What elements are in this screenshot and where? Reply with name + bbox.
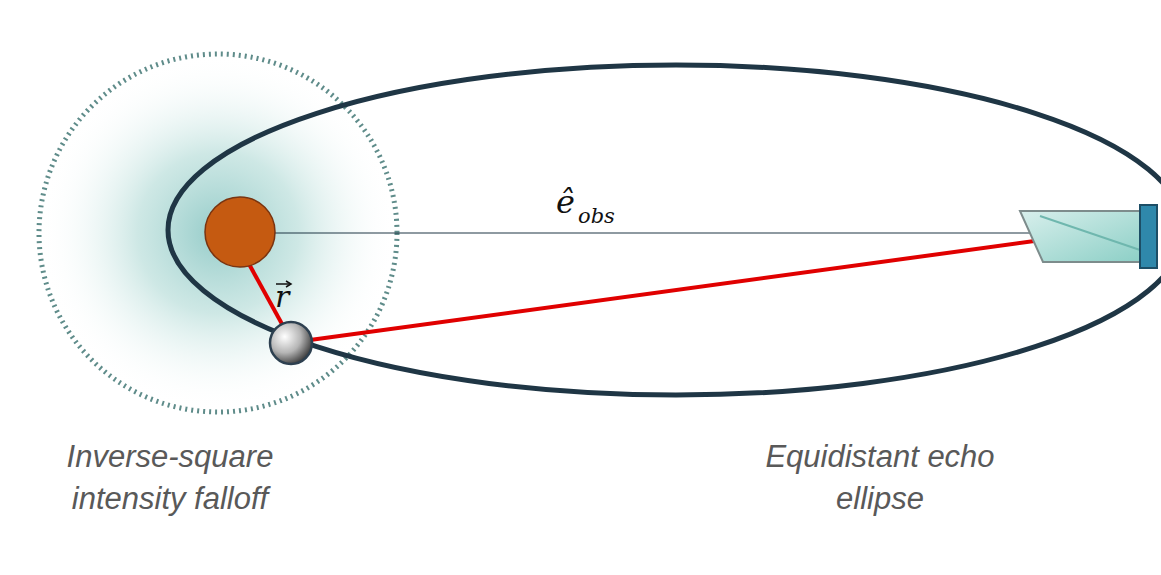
- ellipse-caption: Equidistant echo ellipse: [735, 436, 1025, 520]
- vector-symbol: r: [275, 282, 289, 312]
- region-caption: Inverse-square intensity falloff: [25, 436, 315, 520]
- telescope-tube: [1020, 211, 1142, 262]
- echo-ellipse: [168, 65, 1161, 395]
- telescope-mirror: [1040, 216, 1140, 250]
- echo-path: [310, 237, 1064, 340]
- telescope-detector: [1140, 205, 1157, 268]
- scatterer: [270, 322, 312, 364]
- direction-subscript: obs: [578, 206, 615, 227]
- direction-symbol: ê: [556, 186, 575, 218]
- star: [205, 197, 275, 267]
- observer-axis: [262, 232, 1060, 233]
